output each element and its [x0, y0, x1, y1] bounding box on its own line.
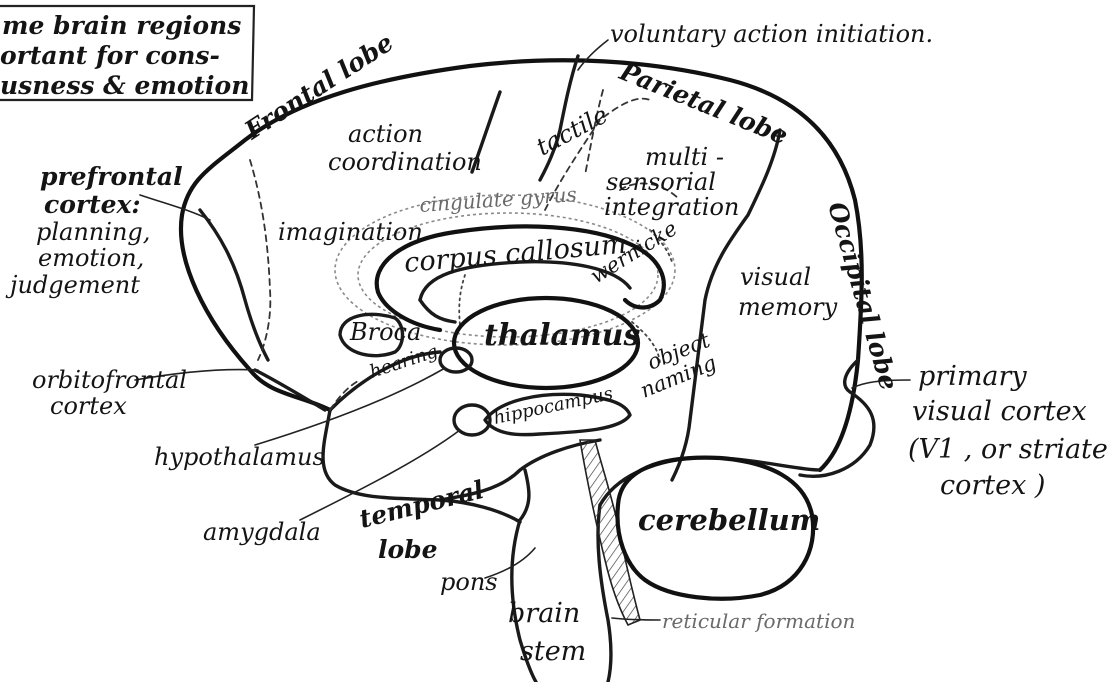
label-voluntary: voluntary action initiation.	[610, 20, 933, 48]
label-multi-1: multi -	[645, 143, 724, 171]
title-line-1: me brain regions	[2, 11, 241, 40]
label-primary-3: (V1 , or striate	[908, 434, 1108, 465]
label-action-2: coordination	[328, 148, 482, 176]
label-amygdala: amygdala	[203, 518, 321, 546]
label-multi-2: sensorial	[606, 168, 716, 196]
label-prefrontal-4: emotion,	[38, 244, 144, 272]
reticular-formation	[580, 440, 640, 625]
label-broca: Broca	[349, 318, 421, 346]
label-prefrontal-3: planning,	[36, 218, 150, 246]
label-orbito-2: cortex	[50, 392, 127, 420]
label-primary-1: primary	[918, 361, 1027, 392]
label-action-1: action	[348, 120, 423, 148]
label-visual-memory-2: memory	[738, 293, 838, 321]
label-parietal-lobe: Parietal lobe	[615, 56, 792, 150]
label-temporal-2: lobe	[378, 535, 438, 564]
label-temporal-1: temporal	[356, 475, 486, 534]
label-cingulate: cingulate gyrus	[419, 182, 578, 217]
label-pons: pons	[440, 568, 498, 596]
label-imagination: imagination	[278, 218, 423, 246]
title-line-3: usness & emotion	[0, 71, 249, 100]
label-brain-stem-1: brain	[508, 598, 580, 629]
label-primary-4: cortex )	[940, 470, 1045, 501]
title-line-2: ortant for cons-	[0, 41, 220, 70]
labels: voluntary action initiation. Frontal lob…	[5, 20, 1108, 667]
label-reticular: reticular formation	[662, 609, 855, 633]
label-tactile: tactile	[532, 101, 613, 162]
label-thalamus: thalamus	[484, 318, 640, 353]
label-prefrontal-5: judgement	[5, 271, 140, 299]
label-prefrontal-1: prefrontal	[40, 162, 183, 191]
title-box: me brain regions ortant for cons- usness…	[0, 6, 254, 100]
label-multi-3: integration	[604, 193, 739, 221]
label-primary-2: visual cortex	[912, 396, 1087, 427]
label-orbito-1: orbitofrontal	[32, 366, 187, 394]
label-visual-memory-1: visual	[740, 263, 811, 291]
label-prefrontal-2: cortex:	[44, 190, 141, 219]
label-brain-stem-2: stem	[520, 636, 586, 667]
label-hypothalamus: hypothalamus	[154, 443, 325, 471]
label-cerebellum: cerebellum	[638, 503, 820, 537]
